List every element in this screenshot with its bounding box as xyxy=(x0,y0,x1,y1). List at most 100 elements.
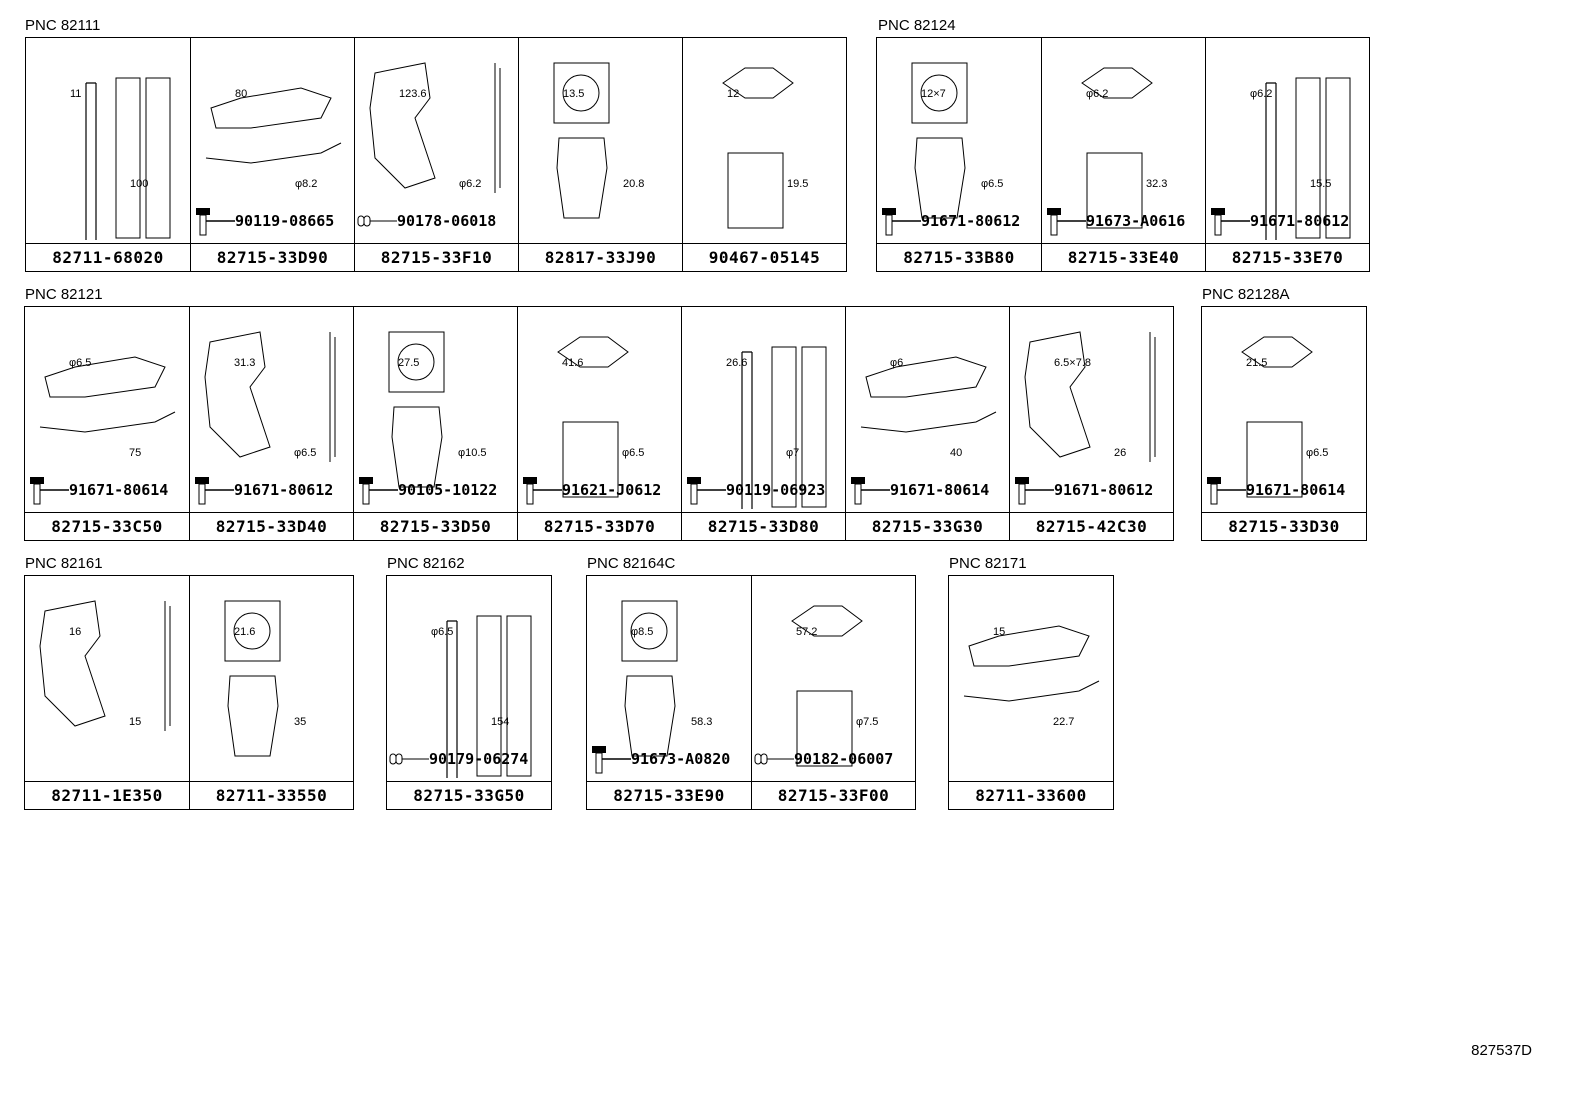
part-number[interactable]: 82715-33F00 xyxy=(752,781,915,809)
part-number[interactable]: 82715-33F10 xyxy=(355,243,518,271)
dimension-label: 40 xyxy=(950,447,963,459)
hardware-part-number[interactable]: 91673-A0820 xyxy=(631,750,731,768)
pnc-label: PNC 82121 xyxy=(25,286,103,303)
hardware-part-number[interactable]: 91621-J0612 xyxy=(562,481,662,499)
dimension-label: φ6.5 xyxy=(431,626,454,638)
part-number[interactable]: 90467-05145 xyxy=(683,243,846,271)
hardware-part-number[interactable]: 90105-10122 xyxy=(398,481,498,499)
part-number[interactable]: 82711-33550 xyxy=(190,781,353,809)
part-drawing xyxy=(553,62,610,219)
part-number[interactable]: 82715-33E90 xyxy=(587,781,751,809)
pnc-label: PNC 82111 xyxy=(25,17,101,34)
hardware-part-number[interactable]: 91671-80612 xyxy=(921,212,1021,230)
hardware-part-number[interactable]: 90119-06923 xyxy=(726,481,826,499)
part-number[interactable]: 82817-33J90 xyxy=(519,243,682,271)
hardware-callout: 91673-A0820 xyxy=(589,744,730,774)
hardware-part-number[interactable]: 90182-06007 xyxy=(794,750,894,768)
pnc-label: PNC 82171 xyxy=(949,555,1027,572)
bolt-icon xyxy=(1015,477,1054,505)
part-number[interactable]: 82715-33D40 xyxy=(190,512,353,540)
hardware-part-number[interactable]: 90178-06018 xyxy=(397,212,497,230)
hardware-part-number[interactable]: 91671-80614 xyxy=(1246,481,1346,499)
pnc-label: PNC 82124 xyxy=(878,17,956,34)
part-drawing xyxy=(557,336,629,498)
part-number[interactable]: 82715-33B80 xyxy=(877,243,1041,271)
part-number[interactable]: 82715-33C50 xyxy=(25,512,189,540)
hardware-callout: 90179-06274 xyxy=(389,744,528,774)
dimension-label: 12 xyxy=(727,88,740,100)
part-drawing xyxy=(39,356,176,433)
part-drawing xyxy=(791,605,863,767)
part-number[interactable]: 82715-33G50 xyxy=(387,781,551,809)
part-drawing xyxy=(741,346,827,509)
diagram-reference-code: 827537D xyxy=(1471,1042,1532,1059)
part-cell[interactable]: 31.3 φ6.5 91671-80612 82715-33D40 xyxy=(189,307,353,540)
dimension-label: φ6.5 xyxy=(69,357,92,369)
part-cell[interactable]: 12 19.5 90467-05145 xyxy=(682,38,846,271)
part-cell[interactable]: φ6 40 91671-80614 82715-33G30 xyxy=(845,307,1009,540)
part-number[interactable]: 82715-33D90 xyxy=(191,243,354,271)
dimension-label: 19.5 xyxy=(787,178,809,190)
dimension-label: 31.3 xyxy=(234,357,256,369)
dimension-label: φ7.5 xyxy=(856,716,879,728)
dimension-label: 100 xyxy=(130,178,149,190)
part-number[interactable]: 82715-33D50 xyxy=(354,512,517,540)
dimension-label: φ6.5 xyxy=(294,447,317,459)
dimension-label: 32.3 xyxy=(1146,178,1168,190)
dimension-label: φ6.5 xyxy=(981,178,1004,190)
hardware-part-number[interactable]: 90179-06274 xyxy=(429,750,529,768)
hardware-callout: 91671-80612 xyxy=(879,206,1020,236)
hardware-part-number[interactable]: 91671-80612 xyxy=(1250,212,1350,230)
part-number[interactable]: 82711-68020 xyxy=(26,243,190,271)
part-number[interactable]: 82711-33600 xyxy=(949,781,1113,809)
part-number[interactable]: 82715-42C30 xyxy=(1010,512,1173,540)
dimension-label: φ6.2 xyxy=(1250,88,1273,100)
part-number[interactable]: 82711-1E350 xyxy=(25,781,189,809)
part-number[interactable]: 82715-33E70 xyxy=(1206,243,1369,271)
hardware-part-number[interactable]: 91671-80614 xyxy=(69,481,169,499)
hardware-part-number[interactable]: 91671-80612 xyxy=(1054,481,1154,499)
dimension-label: 15 xyxy=(129,716,142,728)
hardware-part-number[interactable]: 90119-08665 xyxy=(235,212,335,230)
hardware-part-number[interactable]: 91671-80612 xyxy=(234,481,334,499)
part-number[interactable]: 82715-33D30 xyxy=(1202,512,1366,540)
hardware-callout: 91671-80612 xyxy=(1012,475,1153,505)
dimension-label: φ6.2 xyxy=(459,178,482,190)
part-number[interactable]: 82715-33D70 xyxy=(518,512,681,540)
hardware-part-number[interactable]: 91673-A0616 xyxy=(1086,212,1186,230)
bolt-icon xyxy=(30,477,69,505)
part-number[interactable]: 82715-33E40 xyxy=(1042,243,1205,271)
part-number[interactable]: 82715-33G30 xyxy=(846,512,1009,540)
dimension-label: 11 xyxy=(70,88,82,100)
part-number[interactable]: 82715-33D80 xyxy=(682,512,845,540)
part-cell[interactable]: 11 100 82711-68020 xyxy=(26,38,190,271)
dimension-label: 26.6 xyxy=(726,357,748,369)
hardware-callout: 90178-06018 xyxy=(357,206,496,236)
dimension-label: φ6 xyxy=(890,357,904,369)
part-drawing xyxy=(1081,67,1153,229)
hardware-part-number[interactable]: 91671-80614 xyxy=(890,481,990,499)
bolt-icon xyxy=(1047,208,1086,236)
